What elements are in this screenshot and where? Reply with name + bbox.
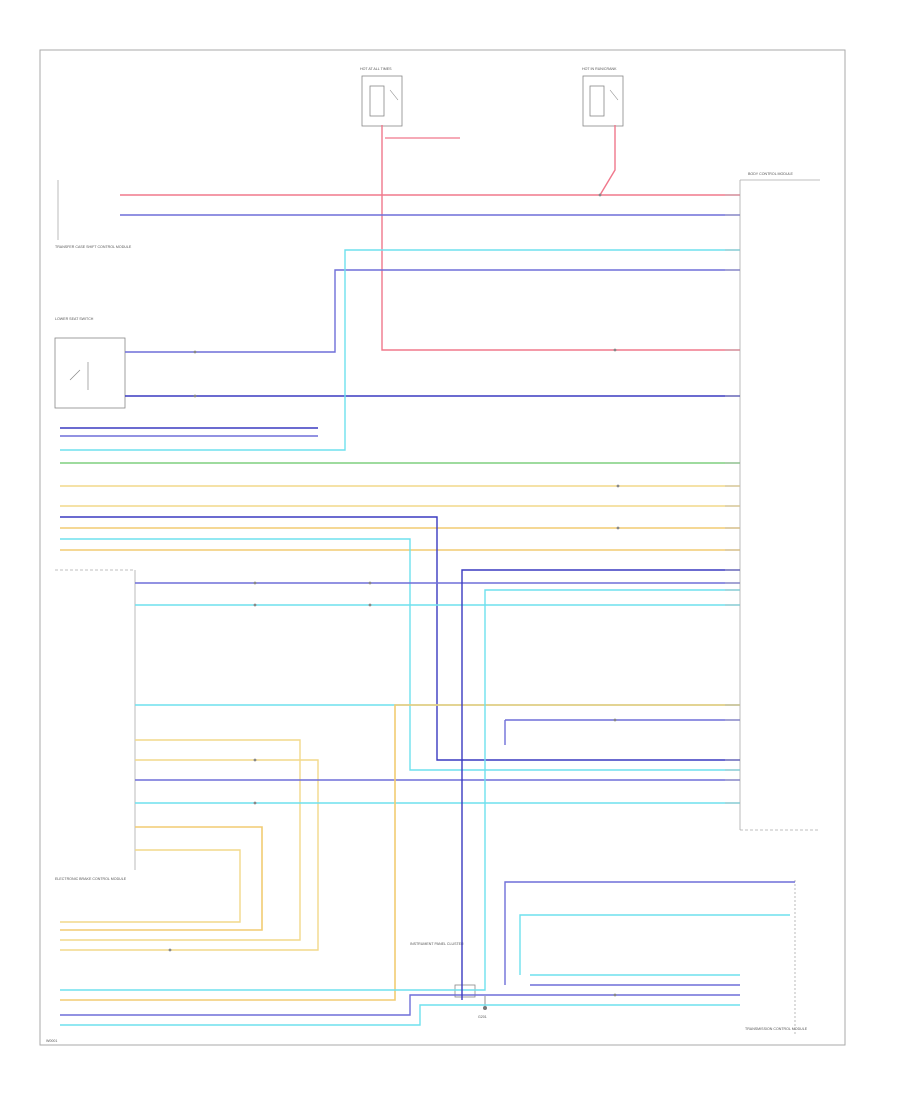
footer-code: W0001 — [46, 1039, 57, 1043]
bcm-label: BODY CONTROL MODULE — [748, 172, 794, 176]
fuse-box-top-left: HOT AT ALL TIMES — [360, 67, 403, 127]
wire-cyan-2 — [60, 538, 740, 771]
bottom-right-label: TRANSMISSION CONTROL MODULE — [745, 1027, 808, 1031]
wire-cyan-7 — [60, 1004, 740, 1026]
wire-orange-9 — [60, 704, 740, 1001]
ground-label: G201 — [478, 1015, 487, 1019]
wire-blue-10 — [461, 569, 740, 1000]
transfer-case-label: TRANSFER CASE SHIFT CONTROL MODULE — [55, 245, 132, 249]
ebcm-label: ELECTRONIC BRAKE CONTROL MODULE — [55, 877, 127, 881]
wire-orange-5 — [60, 739, 301, 941]
lower-seat-switch-label: LOWER SEAT SWITCH — [55, 317, 94, 321]
instrument-label: INSTRUMENT PANEL CLUSTER — [410, 942, 464, 946]
electronic-brake-control-module: ELECTRONIC BRAKE CONTROL MODULE — [55, 569, 136, 881]
wire-orange-8 — [60, 849, 241, 923]
fuse-box-top-right-label: HOT IN RUN/CRANK — [582, 67, 617, 71]
body-control-module: BODY CONTROL MODULE — [739, 172, 820, 831]
wire-orange-7 — [60, 826, 263, 931]
wire-blue-6 — [60, 516, 740, 761]
instrument-panel-cluster: INSTRUMENT PANEL CLUSTER — [410, 942, 476, 998]
wire-red-1 — [120, 125, 616, 196]
wire-blue-2 — [125, 269, 740, 353]
lower-seat-switch: LOWER SEAT SWITCH — [54, 317, 126, 409]
fuse-box-top-right: HOT IN RUN/CRANK — [582, 67, 624, 127]
fuse-box-top-left-label: HOT AT ALL TIMES — [360, 67, 392, 71]
transfer-case-module: TRANSFER CASE SHIFT CONTROL MODULE — [55, 180, 132, 249]
bcm-pins — [725, 194, 740, 804]
splice-points — [168, 193, 620, 997]
bottom-right-module: TRANSMISSION CONTROL MODULE — [745, 880, 808, 1035]
diagram-frame — [39, 49, 846, 1046]
wire-cyan-8 — [519, 914, 790, 975]
wire-cyan-1 — [60, 249, 740, 451]
wire-blue-9 — [60, 994, 740, 1016]
wire-red-3 — [381, 125, 740, 351]
ground-symbol: G201 — [478, 996, 487, 1019]
wire-orange-6 — [60, 759, 319, 951]
wire-blue-13 — [504, 881, 795, 985]
wire-cyan-6 — [60, 589, 740, 991]
